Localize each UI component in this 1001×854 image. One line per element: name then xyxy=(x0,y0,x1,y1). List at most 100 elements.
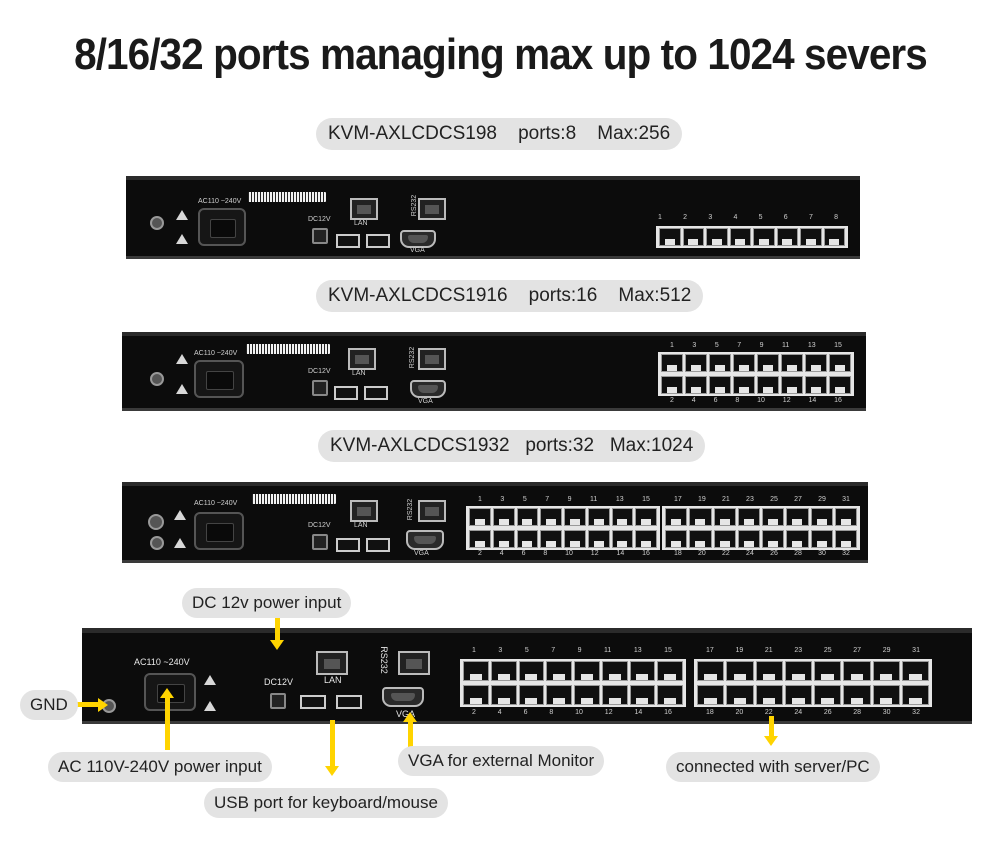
dc-label: DC12V xyxy=(308,216,331,223)
usb-port xyxy=(334,386,358,400)
rs232-label: RS232 xyxy=(407,498,415,521)
rj45-port-bank-top-b xyxy=(694,659,932,683)
vga-port xyxy=(382,687,424,707)
ground-screw-icon xyxy=(148,514,164,530)
arrow-head-icon xyxy=(403,712,417,722)
usb-port xyxy=(336,538,360,552)
ground-screw-icon xyxy=(150,536,164,550)
serial-sticker xyxy=(252,494,336,504)
arrow-server xyxy=(769,716,774,738)
rj45-port-bank-bottom-a xyxy=(466,528,660,550)
arrow-head-icon xyxy=(270,640,284,650)
warning-triangle-icon xyxy=(176,234,188,244)
vga-port xyxy=(410,380,446,398)
callout-ac-power: AC 110V-240V power input xyxy=(48,752,272,782)
warning-triangle-icon xyxy=(204,701,216,711)
vga-label: VGA xyxy=(414,550,429,557)
vga-port xyxy=(400,230,436,248)
warning-triangle-icon xyxy=(176,354,188,364)
rs232-port xyxy=(398,651,430,675)
model-label-16-port: KVM-AXLCDCS1916 ports:16 Max:512 xyxy=(316,280,704,312)
ac-label: AC110 ~240V xyxy=(194,350,238,357)
vga-label: VGA xyxy=(410,247,425,254)
lan-label: LAN xyxy=(352,370,366,377)
ac-label: AC110 ~240V xyxy=(194,500,238,507)
rs232-label: RS232 xyxy=(409,346,417,369)
rj45-port-bank-top xyxy=(658,352,854,374)
rs232-port xyxy=(418,348,446,370)
warning-triangle-icon xyxy=(176,384,188,394)
page-title: 8/16/32 ports managing max up to 1024 se… xyxy=(74,30,928,79)
callout-dc-power: DC 12v power input xyxy=(182,588,352,618)
warning-triangle-icon xyxy=(204,675,216,685)
dc-power-jack xyxy=(312,228,328,244)
dc-label: DC12V xyxy=(308,522,331,529)
usb-port xyxy=(300,695,326,709)
callout-vga: VGA for external Monitor xyxy=(398,746,605,776)
model-label-8-port: KVM-AXLCDCS198 ports:8 Max:256 xyxy=(316,118,683,150)
warning-triangle-icon xyxy=(174,538,186,548)
dc-power-jack xyxy=(270,693,286,709)
rs232-port xyxy=(418,198,446,220)
lan-label: LAN xyxy=(354,220,368,227)
lan-port xyxy=(316,651,348,675)
usb-port xyxy=(336,234,360,248)
arrow-vga xyxy=(408,722,413,748)
usb-port xyxy=(366,234,390,248)
lan-label: LAN xyxy=(324,675,342,685)
ac-label: AC110 ~240V xyxy=(134,657,190,667)
rj45-port-bank-top-a xyxy=(466,506,660,528)
ground-screw-icon xyxy=(150,372,164,386)
dc-label: DC12V xyxy=(264,677,294,687)
usb-port xyxy=(336,695,362,709)
lan-port xyxy=(350,198,378,220)
arrow-head-icon xyxy=(160,688,174,698)
dc-power-jack xyxy=(312,380,328,396)
rj45-port-bank-top-a xyxy=(460,659,686,683)
callout-gnd: GND xyxy=(20,690,78,720)
ac-power-socket xyxy=(198,208,246,246)
arrow-usb xyxy=(330,720,335,768)
ground-screw-icon xyxy=(150,216,164,230)
warning-triangle-icon xyxy=(176,210,188,220)
lan-label: LAN xyxy=(354,522,368,529)
usb-port xyxy=(364,386,388,400)
rs232-label: RS232 xyxy=(378,646,389,674)
rj45-port-bank-bottom-a xyxy=(460,683,686,707)
arrow-head-icon xyxy=(98,698,108,712)
rj45-port-bank xyxy=(656,226,848,248)
dc-power-jack xyxy=(312,534,328,550)
vga-port xyxy=(406,530,444,550)
warning-triangle-icon xyxy=(174,510,186,520)
arrow-gnd xyxy=(74,702,100,707)
arrow-head-icon xyxy=(325,766,339,776)
rj45-port-bank-bottom-b xyxy=(694,683,932,707)
vga-label: VGA xyxy=(418,398,433,405)
arrow-ac-power xyxy=(165,698,170,750)
rs232-port xyxy=(418,500,446,522)
ac-label: AC110 ~240V xyxy=(198,198,242,205)
serial-sticker xyxy=(248,192,326,202)
rj45-port-bank-bottom-b xyxy=(662,528,860,550)
callout-server: connected with server/PC xyxy=(666,752,880,782)
ac-power-socket xyxy=(194,360,244,398)
usb-port xyxy=(366,538,390,552)
arrow-dc-power xyxy=(275,618,280,642)
arrow-head-icon xyxy=(764,736,778,746)
callout-usb: USB port for keyboard/mouse xyxy=(204,788,448,818)
rj45-port-bank-top-b xyxy=(662,506,860,528)
